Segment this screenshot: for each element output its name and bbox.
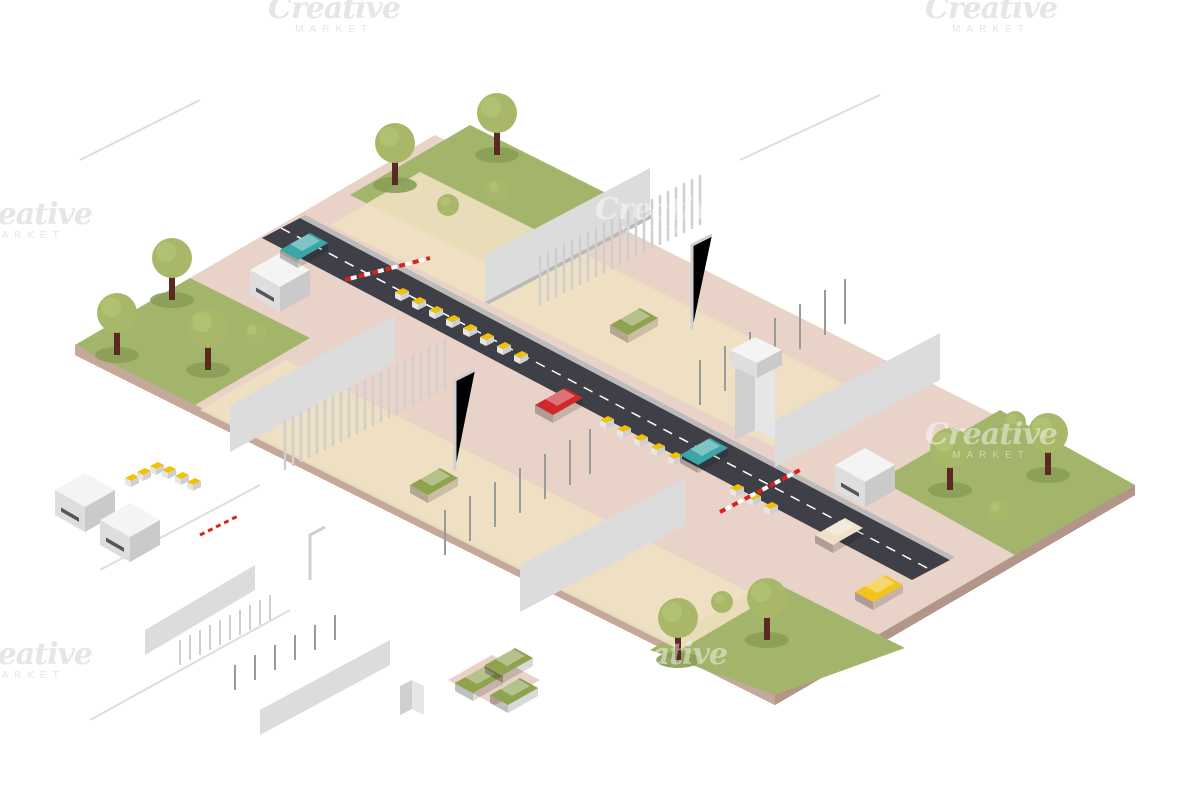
border-gates [283,175,702,470]
parts-kit [55,94,881,735]
barbed-wire-fences [444,279,846,555]
boom-barriers [344,256,801,514]
street-lights [453,233,713,470]
watch-tower [730,337,782,440]
